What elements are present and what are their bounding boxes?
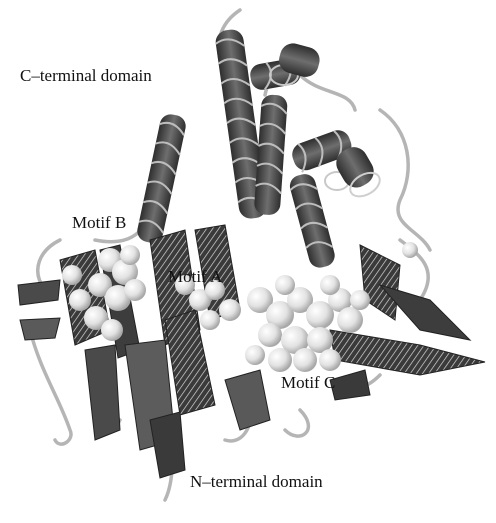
motif-c-label: Motif C — [281, 374, 335, 391]
alpha-helices — [135, 28, 355, 270]
motif-b-label: Motif B — [72, 214, 126, 231]
motif-a-label: Motif A — [168, 268, 222, 285]
c-terminal-domain-label: C–terminal domain — [20, 67, 152, 84]
foreground-helices — [276, 41, 384, 202]
n-terminal-domain-label: N–terminal domain — [190, 473, 323, 490]
